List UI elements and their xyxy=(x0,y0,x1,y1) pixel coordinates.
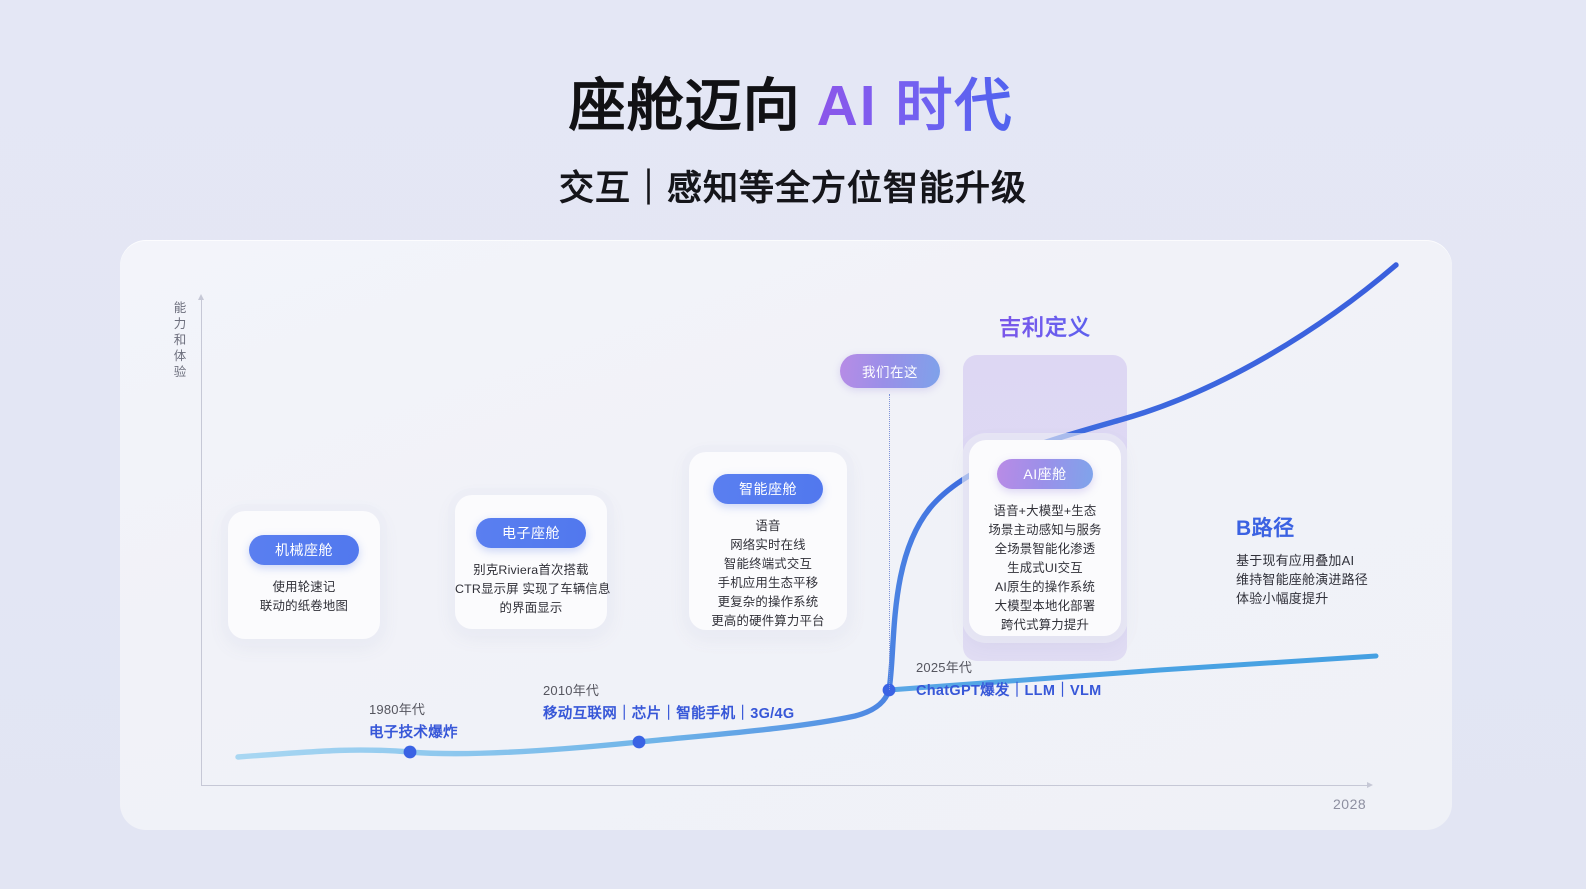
era-card-body: 语音+大模型+生态 场景主动感知与服务 全场景智能化渗透 生成式UI交互 AI原… xyxy=(969,502,1121,635)
era-card-line: AI原生的操作系统 xyxy=(994,580,1096,594)
era-card-line: 语音+大模型+生态 xyxy=(993,504,1097,518)
era-card-line: 生成式UI交互 xyxy=(1007,561,1083,575)
era-card-body: 使用轮速记 联动的纸卷地图 xyxy=(228,578,380,616)
era-card-body: 语音 网络实时在线 智能终端式交互 手机应用生态平移 更复杂的操作系统 更高的硬… xyxy=(689,517,847,631)
we-are-here-badge[interactable]: 我们在这 xyxy=(840,354,940,388)
era-year: 1980年代 xyxy=(369,702,426,717)
era-card-line: 更高的硬件算力平台 xyxy=(711,614,825,628)
era-card-line: 使用轮速记 xyxy=(272,580,336,594)
era-card-line: 网络实时在线 xyxy=(730,538,806,552)
page-title-prefix: 座舱迈向 xyxy=(568,74,801,138)
era-year: 2025年代 xyxy=(916,660,973,675)
era-card-line: 语音 xyxy=(755,519,781,533)
era-card-pill: 电子座舱 xyxy=(476,518,586,548)
path-b-line: 维持智能座舱演进路径 xyxy=(1236,572,1369,587)
era-card-pill: AI座舱 xyxy=(997,459,1093,489)
y-axis xyxy=(198,294,204,786)
era-card-body: 别克Riviera首次搭载 CTR显示屏 实现了车辆信息 的界面显示 xyxy=(455,561,611,618)
path-b-line: 基于现有应用叠加AI xyxy=(1236,553,1355,568)
era-card-line: 跨代式算力提升 xyxy=(1000,618,1090,632)
era-card-line: 场景主动感知与服务 xyxy=(988,523,1102,537)
page-subtitle: 交互｜感知等全方位智能升级 xyxy=(558,168,1027,208)
era-card-line: 全场景智能化渗透 xyxy=(994,542,1096,556)
x-axis xyxy=(201,782,1373,788)
era-annotation-2025: 2025年代 ChatGPT爆发｜LLM｜VLM xyxy=(916,657,1102,700)
era-annotation-2010: 2010年代 移动互联网｜芯片｜智能手机｜3G/4G xyxy=(543,680,794,723)
era-event: ChatGPT爆发｜LLM｜VLM xyxy=(916,683,1102,699)
era-card-ai[interactable]: AI座舱 语音+大模型+生态 场景主动感知与服务 全场景智能化渗透 生成式UI交… xyxy=(969,440,1121,636)
path-b-annotation: B路径 基于现有应用叠加AI 维持智能座舱演进路径 体验小幅度提升 xyxy=(1236,512,1368,608)
here-guideline xyxy=(889,394,890,690)
era-card-pill: 智能座舱 xyxy=(713,474,823,504)
era-card-pill: 机械座舱 xyxy=(249,535,359,565)
era-card-smart[interactable]: 智能座舱 语音 网络实时在线 智能终端式交互 手机应用生态平移 更复杂的操作系统… xyxy=(689,452,847,630)
era-card-line: 手机应用生态平移 xyxy=(717,576,819,590)
x-axis-end-tick: 2028 xyxy=(1333,796,1367,812)
era-annotation-1980: 1980年代 电子技术爆炸 xyxy=(369,699,458,742)
era-card-line: 智能终端式交互 xyxy=(723,557,813,571)
path-b-line: 体验小幅度提升 xyxy=(1236,591,1329,606)
era-event: 移动互联网｜芯片｜智能手机｜3G/4G xyxy=(543,706,795,722)
era-card-line: 大模型本地化部署 xyxy=(994,599,1096,613)
era-card-electronic[interactable]: 电子座舱 别克Riviera首次搭载 CTR显示屏 实现了车辆信息 的界面显示 xyxy=(455,495,611,629)
era-card-line: 别克Riviera首次搭载 xyxy=(473,563,589,577)
y-axis-label: 能力和体验 xyxy=(173,301,187,379)
path-b-lines: 基于现有应用叠加AI 维持智能座舱演进路径 体验小幅度提升 xyxy=(1236,551,1368,608)
era-year: 2010年代 xyxy=(543,683,600,698)
era-card-line: 联动的纸卷地图 xyxy=(259,599,349,613)
path-b-heading: B路径 xyxy=(1236,517,1295,540)
era-card-mechanical[interactable]: 机械座舱 使用轮速记 联动的纸卷地图 xyxy=(228,511,380,639)
era-event: 电子技术爆炸 xyxy=(369,725,458,741)
era-card-line: 更复杂的操作系统 xyxy=(717,595,819,609)
page-title-accent: AI 时代 xyxy=(801,74,1018,138)
era-card-line: 的界面显示 xyxy=(499,601,563,615)
highlight-title: 吉利定义 xyxy=(963,310,1127,342)
era-card-line: CTR显示屏 实现了车辆信息 xyxy=(455,582,611,596)
